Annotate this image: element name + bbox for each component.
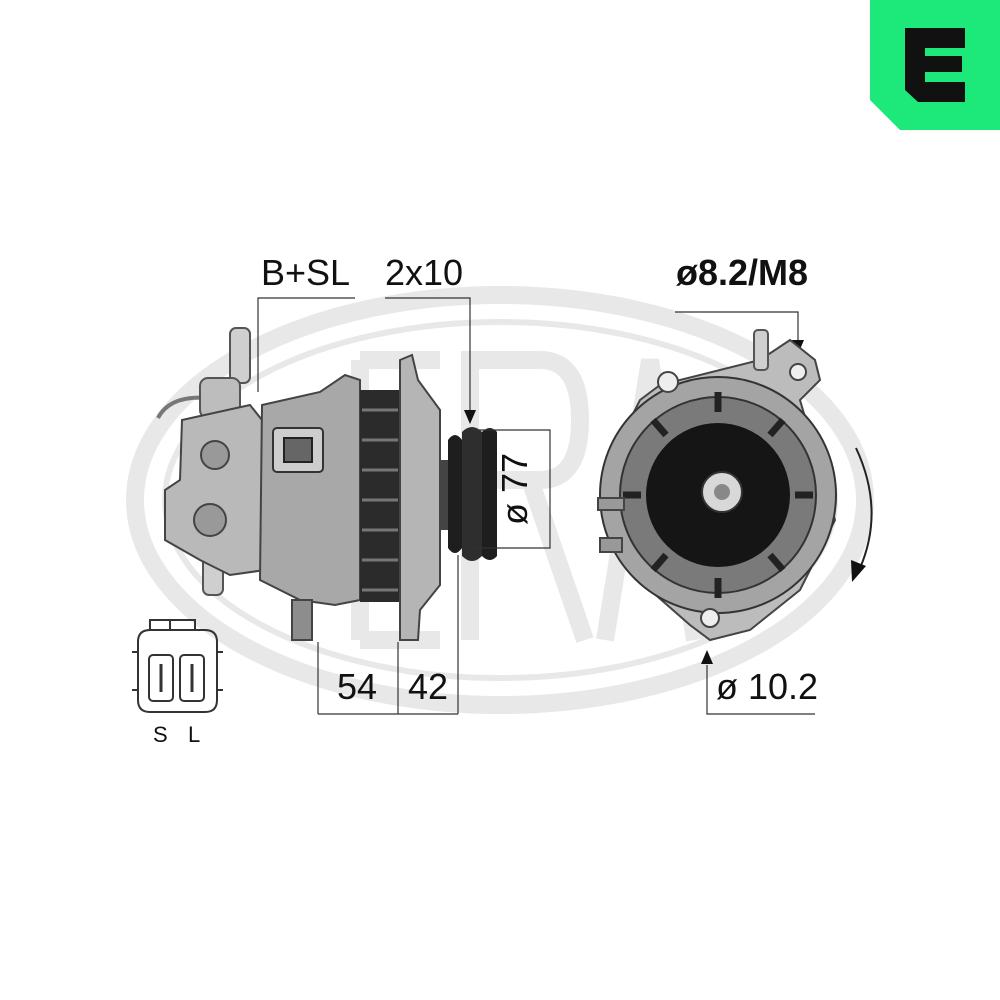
pulley-grooves-label: 2x10	[385, 252, 464, 293]
connector-type-label: B+SL	[261, 252, 351, 293]
pin-l-label: L	[188, 722, 201, 747]
length-front-label: 54	[337, 666, 378, 707]
pulley-diameter-label: ø 77	[494, 452, 535, 526]
mount-hole-bottom-label: ø 10.2	[716, 666, 819, 707]
dimension-lines	[257, 297, 815, 715]
alternator-front-view	[597, 329, 837, 642]
era-logo-icon	[870, 0, 1000, 130]
alternator-side-view	[156, 327, 497, 641]
length-rear-label: 42	[408, 666, 449, 707]
mount-hole-top-label: ø8.2/M8	[676, 252, 809, 293]
pin-s-label: S	[153, 722, 168, 747]
rotation-arrow-icon	[851, 447, 873, 582]
connector-plug-icon	[132, 619, 223, 713]
